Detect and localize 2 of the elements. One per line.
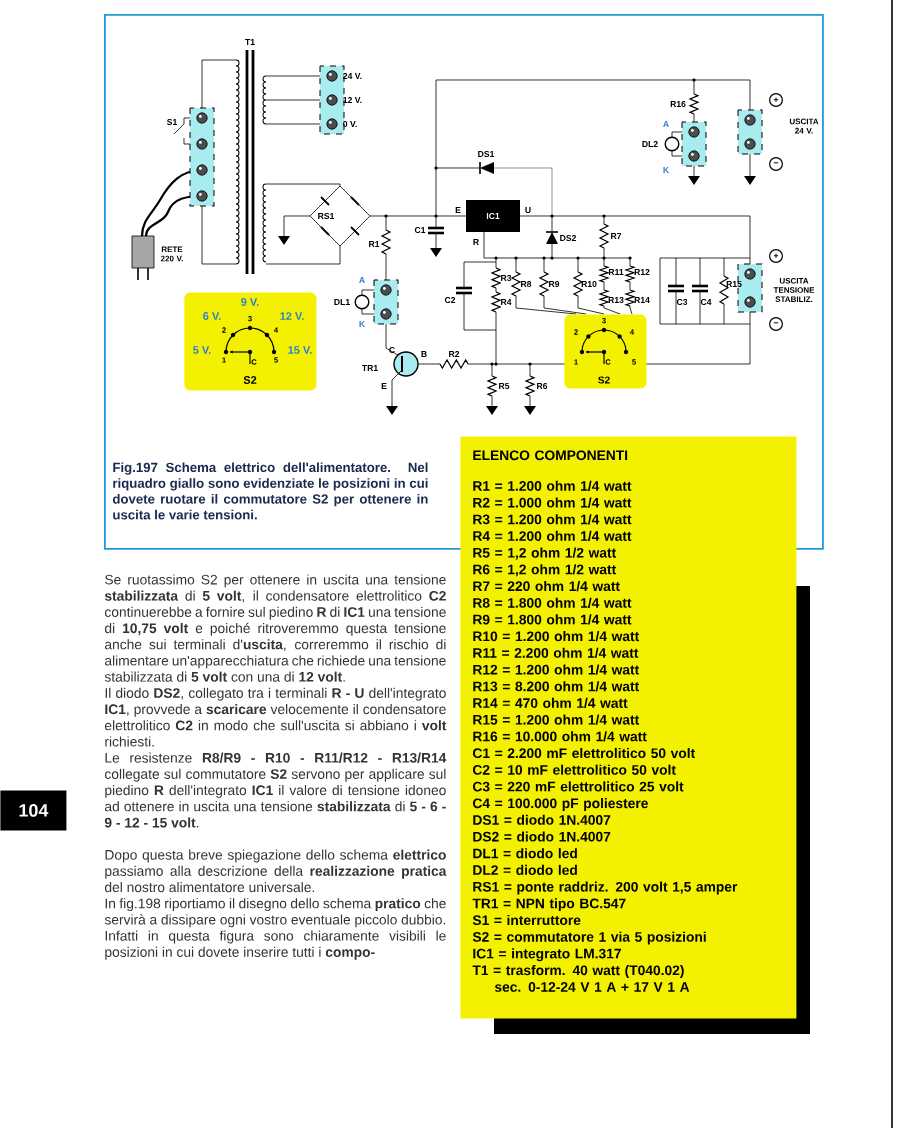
parts-list-box xyxy=(460,436,797,1019)
page-number-tab: 104 xyxy=(0,790,67,831)
